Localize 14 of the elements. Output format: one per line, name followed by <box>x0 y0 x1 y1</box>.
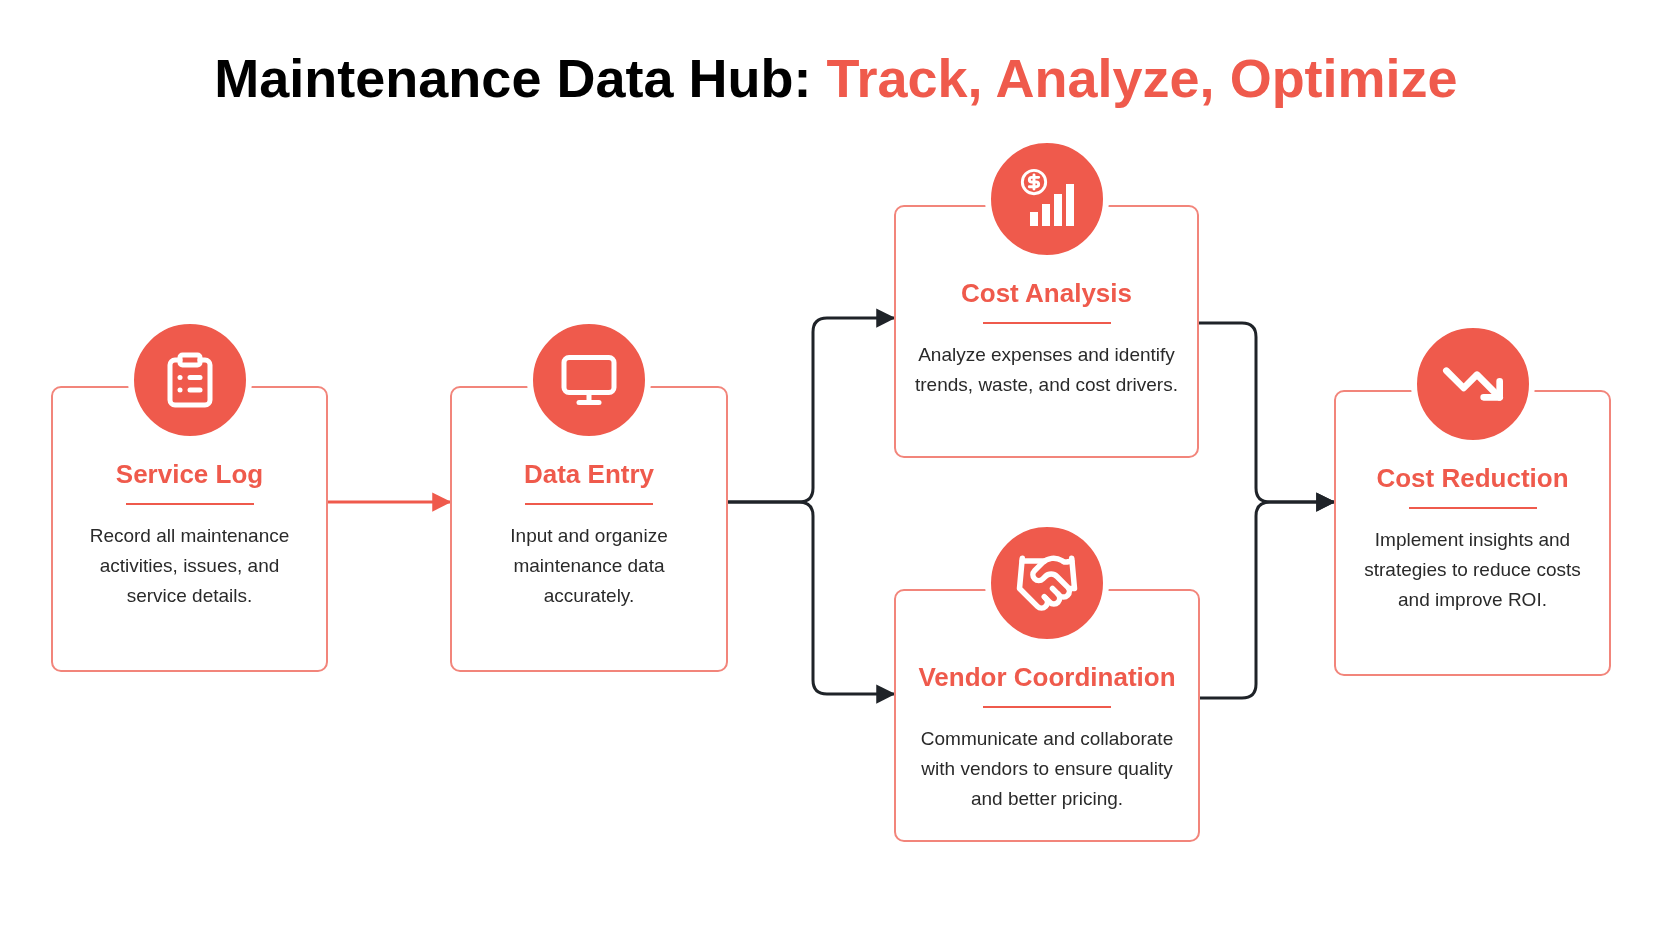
card-description: Implement insights and strategies to reduce costs and improve ROI. <box>1363 527 1582 613</box>
arrow <box>728 500 896 704</box>
card-description: Analyze expenses and identify trends, waste, and cost drivers. <box>914 342 1179 397</box>
card-description: Input and organize maintenance data accurately. <box>509 523 669 609</box>
card-description: Communicate and collaborate with vendors to ensure quality and better pricing. <box>919 726 1175 812</box>
card-heading: Data Entry <box>523 458 654 491</box>
card-heading: Service Log <box>115 458 264 491</box>
card-description: Record all maintenance activities, issues, and service details. <box>88 523 291 609</box>
arrow <box>1200 492 1336 700</box>
card-heading: Cost Analysis <box>961 277 1132 310</box>
card-heading: Vendor Coordination <box>918 661 1176 694</box>
card-heading: Cost Reduction <box>1376 462 1569 495</box>
title: Maintenance Data Hub: Track, Analyze, Optimize <box>213 47 1459 110</box>
arrow <box>328 492 452 512</box>
